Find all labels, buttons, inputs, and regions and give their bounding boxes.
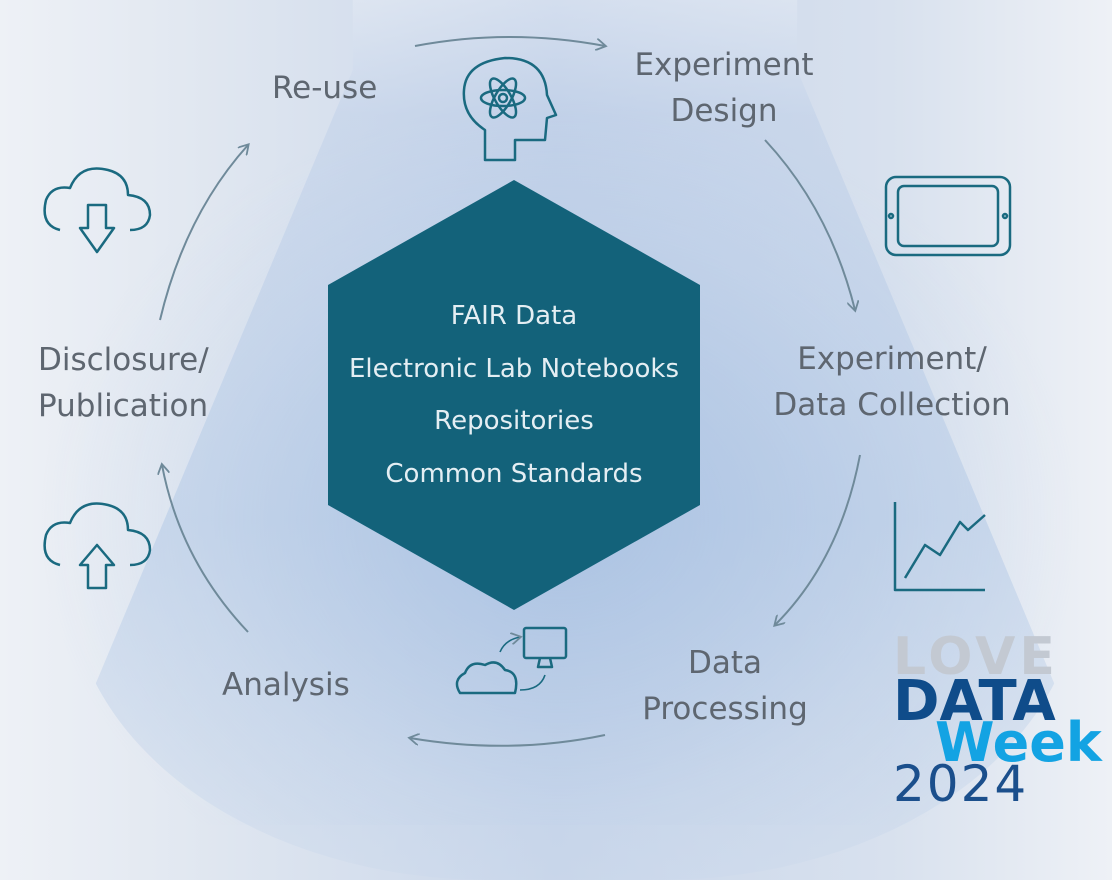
head-atom-icon xyxy=(462,56,558,162)
center-topics: FAIR Data Electronic Lab Notebooks Repos… xyxy=(328,290,700,500)
cloud-sync-computer-icon xyxy=(455,626,568,695)
center-hexagon xyxy=(328,180,700,610)
stage-disclosure: Disclosure/ Publication xyxy=(38,337,209,429)
topic-eln: Electronic Lab Notebooks xyxy=(348,353,680,384)
stage-disclosure-line2: Publication xyxy=(38,388,209,424)
stage-analysis: Analysis xyxy=(222,667,350,703)
logo-love: LOVE xyxy=(893,627,1059,687)
arrow-collection-to-processing xyxy=(775,454,861,625)
stage-data-collection-line1: Experiment/ xyxy=(797,341,987,377)
arrow-reuse-to-design xyxy=(414,36,605,46)
cycle-diagram xyxy=(43,36,1012,747)
topic-repositories: Repositories xyxy=(434,406,594,436)
tablet-icon xyxy=(884,175,1012,257)
arrow-design-to-collection xyxy=(764,139,855,310)
stage-disclosure-line1: Disclosure/ xyxy=(38,342,209,378)
cloud-download-icon xyxy=(43,167,152,254)
logo-week: Week xyxy=(935,711,1102,774)
love-data-week-logo: LOVE DATA Week 2024 xyxy=(893,627,1102,817)
stage-experiment-design-line2: Design xyxy=(670,93,778,129)
stage-data-processing: Data Processing xyxy=(630,640,820,732)
stage-data-collection-line2: Data Collection xyxy=(773,387,1011,423)
arrow-disclosure-to-reuse xyxy=(159,145,248,321)
logo-year: 2024 xyxy=(893,755,1029,813)
arrow-processing-to-analysis xyxy=(410,735,606,747)
stage-reuse: Re-use xyxy=(272,70,378,106)
stage-data-processing-line2: Processing xyxy=(642,691,808,727)
arrow-analysis-to-disclosure xyxy=(162,465,249,633)
stage-experiment-design-line1: Experiment xyxy=(634,47,814,83)
logo-data: DATA xyxy=(893,669,1056,734)
topic-standards: Common Standards xyxy=(385,458,643,489)
stage-experiment-design: Experiment Design xyxy=(624,42,824,134)
stage-data-collection: Experiment/ Data Collection xyxy=(762,336,1022,428)
cloud-upload-icon xyxy=(43,502,152,590)
stage-data-processing-line1: Data xyxy=(687,645,763,681)
topic-fair-data: FAIR Data xyxy=(450,301,578,331)
line-chart-icon xyxy=(893,502,986,592)
